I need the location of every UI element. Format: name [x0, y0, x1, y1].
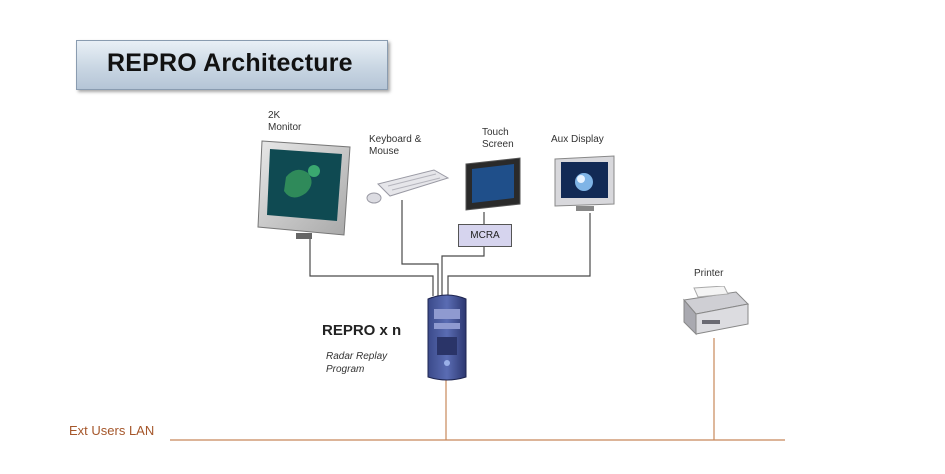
monitor-label-2: Monitor	[268, 122, 302, 133]
repro-sub-1: Radar Replay	[326, 351, 388, 362]
printer-icon	[683, 286, 750, 336]
title-banner: REPRO Architecture	[76, 40, 388, 90]
wire-monitor	[309, 238, 434, 296]
touch-label-2: Screen	[482, 139, 514, 150]
touch-screen-icon	[465, 157, 521, 211]
monitor-label-1: 2K	[268, 110, 281, 121]
wire-mcra	[441, 246, 485, 296]
server-tower-icon	[427, 294, 467, 381]
aux-display-label: Aux Display	[551, 134, 604, 145]
keyboard-label-1: Keyboard &	[369, 134, 422, 145]
wire-keyboard	[401, 200, 439, 296]
keyboard-label-2: Mouse	[369, 146, 400, 157]
mcra-box: MCRA	[458, 224, 512, 247]
repro-label: REPRO x n	[322, 322, 402, 339]
keyboard-mouse-icon	[366, 169, 450, 204]
touch-label-1: Touch	[482, 127, 509, 138]
lan-label: Ext Users LAN	[69, 423, 155, 438]
page-title: REPRO Architecture	[107, 49, 353, 77]
repro-sub-2: Program	[326, 364, 365, 375]
monitor-icon	[257, 140, 351, 239]
printer-label: Printer	[694, 268, 724, 279]
aux-display-icon	[554, 155, 615, 211]
wire-aux-display	[447, 213, 591, 296]
